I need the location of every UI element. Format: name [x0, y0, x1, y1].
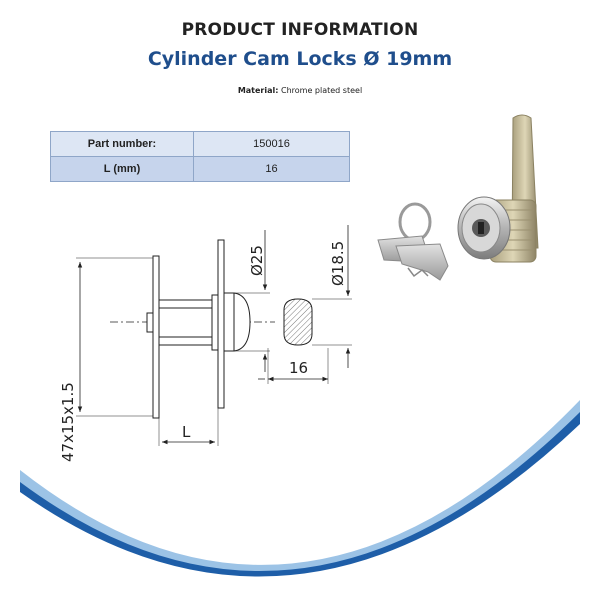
decorative-swoosh [20, 400, 580, 600]
keys-illustration [377, 202, 449, 281]
spec-label-length: L (mm) [50, 156, 194, 182]
table-row: Part number: 150016 [50, 131, 350, 157]
spec-label-part-number: Part number: [50, 131, 194, 157]
page-heading: PRODUCT INFORMATION [181, 20, 419, 40]
material-line: Material: Chrome plated steel [0, 86, 600, 95]
spec-value-length: 16 [193, 156, 350, 182]
product-title: Cylinder Cam Locks Ø 19mm [147, 48, 453, 70]
material-value: Chrome plated steel [281, 86, 363, 95]
dim-flange-label: Ø25 [248, 245, 266, 276]
spec-table: Part number: 150016 L (mm) 16 [50, 131, 350, 182]
dim-panel-label: 47x15x1.5 [59, 382, 77, 462]
spec-value-part-number: 150016 [193, 131, 350, 157]
dim-cam-diameter-label: Ø18.5 [329, 241, 347, 286]
dim-cam-width-label: 16 [289, 359, 308, 377]
material-label: Material: [237, 86, 279, 95]
cam-section [283, 298, 313, 346]
dimension-lines [76, 225, 352, 446]
page-header: PRODUCT INFORMATION Cylinder Cam Locks Ø… [0, 20, 600, 95]
table-row: L (mm) 16 [50, 156, 350, 182]
lock-illustration [457, 114, 539, 263]
dim-length-label: L [182, 423, 191, 441]
lock-side-view [110, 239, 275, 419]
